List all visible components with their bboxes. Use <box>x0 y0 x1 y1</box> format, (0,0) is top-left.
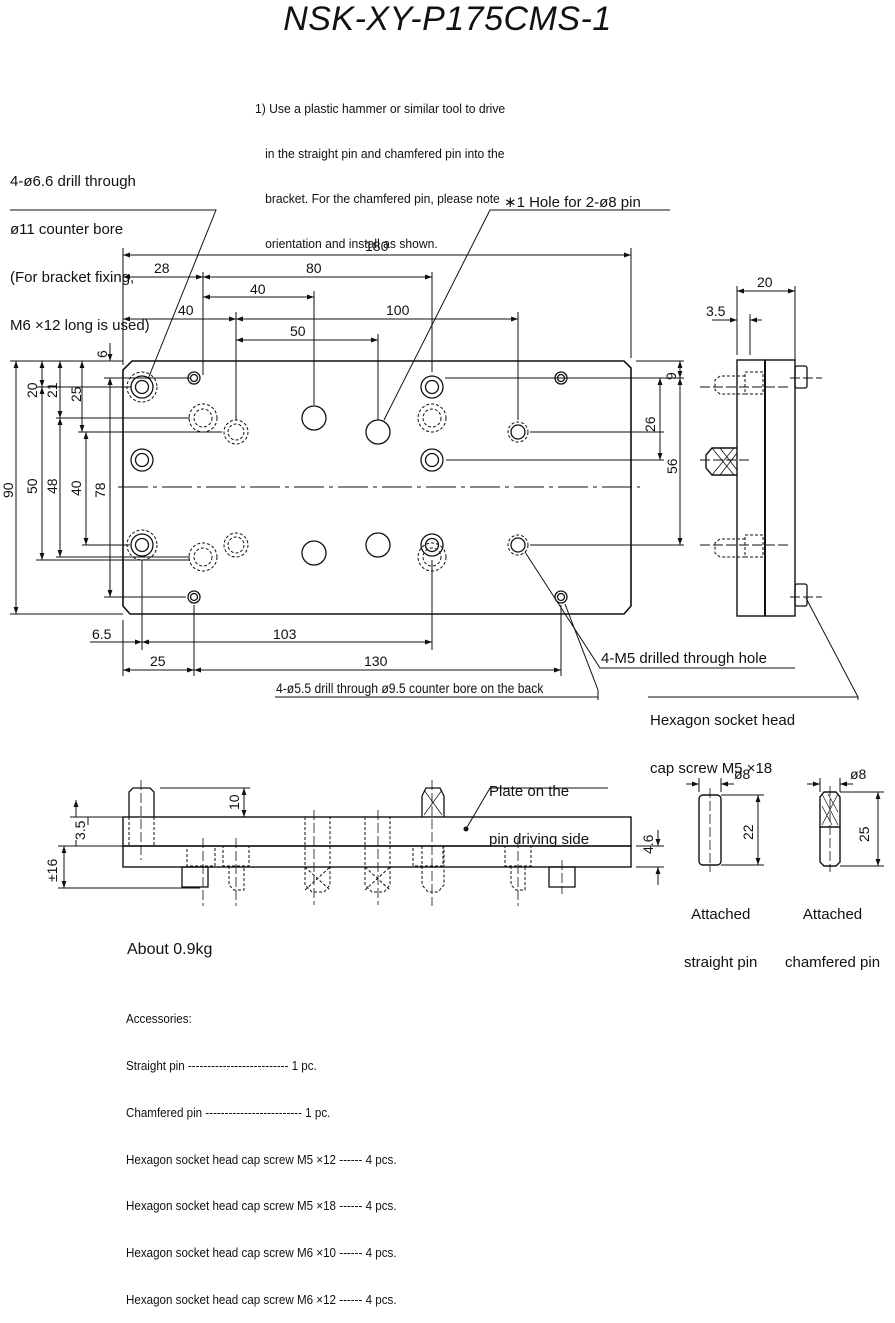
straight-pin-label: Attached straight pin <box>684 875 757 987</box>
callout-line: ø11 counter bore <box>10 221 124 238</box>
accessory-item: Hexagon socket head cap screw M6 ×10 ---… <box>126 1245 397 1261</box>
callout-line: (For bracket fixing, <box>10 269 135 286</box>
dim-50: 50 <box>290 323 306 339</box>
callout-line: straight pin <box>684 954 758 971</box>
side-view <box>700 286 822 617</box>
callout-line: Attached <box>691 906 751 923</box>
dim-pin-25: 25 <box>856 826 872 842</box>
back-counterbore-holes <box>126 371 529 572</box>
dim-26: 26 <box>642 416 658 432</box>
counterbore-holes <box>130 375 444 557</box>
dim-21: 21 <box>44 382 60 398</box>
accessory-item: Hexagon socket head cap screw M5 ×18 ---… <box>126 1198 397 1214</box>
accessory-item: Straight pin -------------------------- … <box>126 1057 317 1073</box>
dim-40-vertical: 40 <box>68 480 84 496</box>
callout-line: cap screw M5 ×18 <box>650 760 773 777</box>
pin-holes <box>301 405 391 566</box>
callout-line: chamfered pin <box>785 954 881 971</box>
dim-pin-dia-a: ø8 <box>734 766 751 782</box>
dim-130: 130 <box>364 653 388 669</box>
cap-screw-callout: Hexagon socket head cap screw M5 ×18 <box>650 681 795 793</box>
note-line: in the straight pin and chamfered pin in… <box>255 146 505 161</box>
back-hole-callout: 4-ø5.5 drill through ø9.5 counter bore o… <box>276 681 544 696</box>
m5-holes <box>187 371 568 604</box>
dim-side-20: 20 <box>757 274 773 290</box>
note-line: 1) Use a plastic hammer or similar tool … <box>255 101 506 116</box>
callout-line: pin driving side <box>489 831 590 848</box>
accessory-item: Hexagon socket head cap screw M5 ×12 ---… <box>126 1151 397 1167</box>
dim-front-4-6: 4.6 <box>640 834 656 854</box>
dim-56: 56 <box>664 458 680 474</box>
accessory-item: Hexagon socket head cap screw M6 ×12 ---… <box>126 1291 397 1307</box>
installation-note: 1) Use a plastic hammer or similar tool … <box>255 71 505 266</box>
right-dimensions <box>445 360 684 546</box>
dim-78: 78 <box>92 482 108 498</box>
dim-80: 80 <box>306 260 322 276</box>
top-dimensions <box>122 248 632 420</box>
dim-28: 28 <box>154 260 170 276</box>
dim-48: 48 <box>44 478 60 494</box>
dim-40-b: 40 <box>178 302 194 318</box>
dim-20: 20 <box>24 382 40 398</box>
dim-6: 6 <box>94 350 110 358</box>
dim-front-10: 10 <box>226 794 242 810</box>
dim-50-vertical: 50 <box>24 478 40 494</box>
dim-180: 180 <box>365 238 389 254</box>
dim-40-a: 40 <box>250 281 266 297</box>
straight-pin <box>686 778 764 872</box>
m5-hole-callout: 4-M5 drilled through hole <box>601 650 767 667</box>
plate-label: Plate on the pin driving side <box>489 752 589 864</box>
dim-90: 90 <box>0 482 16 498</box>
dim-pin-22: 22 <box>740 824 756 840</box>
dim-103: 103 <box>273 626 297 642</box>
drawing-title: NSK-XY-P175CMS-1 <box>283 0 612 38</box>
dim-pin-dia-b: ø8 <box>850 766 867 782</box>
callout-line: 4-ø6.6 drill through <box>10 173 136 190</box>
dim-25-bottom: 25 <box>150 653 166 669</box>
chamfered-pin <box>807 778 884 872</box>
dim-front-3-5: 3.5 <box>72 820 88 840</box>
accessories-heading: Accessories: <box>126 1011 192 1027</box>
technical-drawing <box>10 209 884 906</box>
weight-label: About 0.9kg <box>127 941 213 958</box>
callout-line: M6 ×12 long is used) <box>10 317 150 334</box>
chamfered-pin-label: Attached chamfered pin <box>785 875 880 987</box>
accessory-item: Chamfered pin ------------------------- … <box>126 1104 331 1120</box>
front-view <box>58 780 664 906</box>
dim-100: 100 <box>386 302 410 318</box>
dim-side-3-5: 3.5 <box>706 303 726 319</box>
left-dimensions <box>10 343 222 615</box>
dim-6-5: 6.5 <box>92 626 112 642</box>
dim-front-16: ±16 <box>44 858 60 882</box>
pin-hole-callout: ∗1 Hole for 2-ø8 pin <box>504 194 641 211</box>
dim-9: 9 <box>663 372 679 380</box>
top-view-plate <box>118 360 640 615</box>
accessories-list: Accessories: Straight pin --------------… <box>126 980 397 1323</box>
dim-25: 25 <box>68 386 84 402</box>
note-line: orientation and install as shown. <box>255 236 438 251</box>
callout-line: Attached <box>802 906 863 923</box>
bottom-dimensions <box>90 560 562 676</box>
note-line: bracket. For the chamfered pin, please n… <box>255 191 500 206</box>
callout-line: Plate on the <box>489 783 570 800</box>
drill-hole-callout: 4-ø6.6 drill through ø11 counter bore (F… <box>10 142 150 350</box>
callout-line: Hexagon socket head <box>650 712 796 729</box>
